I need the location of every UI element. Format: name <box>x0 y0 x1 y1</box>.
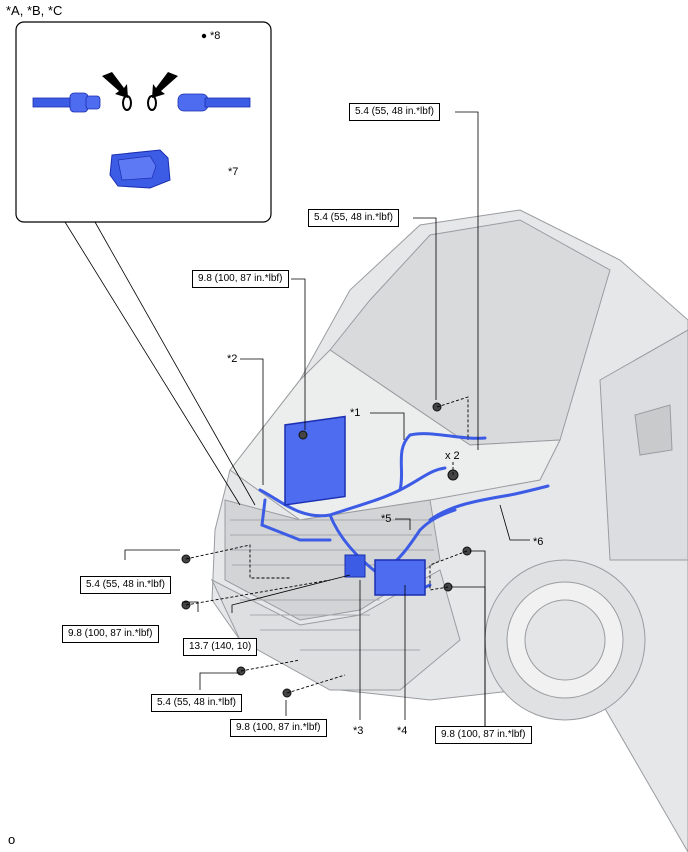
inset-hose <box>32 92 251 113</box>
install-paths <box>185 396 469 694</box>
callout-2: *2 <box>227 353 238 365</box>
callout-o-ring: *8 <box>210 30 221 42</box>
torque-spec-bottom-mid: 9.8 (100, 87 in.*lbf) <box>230 719 327 737</box>
callout-6: *6 <box>533 536 544 548</box>
relay-block <box>284 415 426 596</box>
bullet-icon <box>201 33 207 39</box>
torque-spec-upper-right: 5.4 (55, 48 in.*lbf) <box>308 209 399 227</box>
callout-connector: *7 <box>228 166 239 178</box>
arrow-icon <box>102 72 178 98</box>
footer-label: o <box>8 832 16 847</box>
torque-spec-upper-mid: 9.8 (100, 87 in.*lbf) <box>192 270 289 288</box>
torque-spec-bottom-right: 9.8 (100, 87 in.*lbf) <box>435 726 532 744</box>
view-label: *A, *B, *C <box>6 3 63 18</box>
torque-spec-left-mid: 9.8 (100, 87 in.*lbf) <box>62 625 159 643</box>
torque-spec-left-lower: 5.4 (55, 48 in.*lbf) <box>151 694 242 712</box>
inset-frame <box>15 21 272 223</box>
quantity-label: x 2 <box>445 450 460 462</box>
callout-5: *5 <box>381 513 392 525</box>
torque-spec-left-upper: 5.4 (55, 48 in.*lbf) <box>80 576 171 594</box>
vehicle-body <box>210 209 688 852</box>
torque-spec-top-right: 5.4 (55, 48 in.*lbf) <box>349 103 440 121</box>
callout-3: *3 <box>353 725 364 737</box>
callout-4: *4 <box>397 725 408 737</box>
torque-spec-mid: 13.7 (140, 10) <box>183 638 258 656</box>
inset-connector <box>109 149 171 189</box>
callout-1: *1 <box>350 407 361 419</box>
